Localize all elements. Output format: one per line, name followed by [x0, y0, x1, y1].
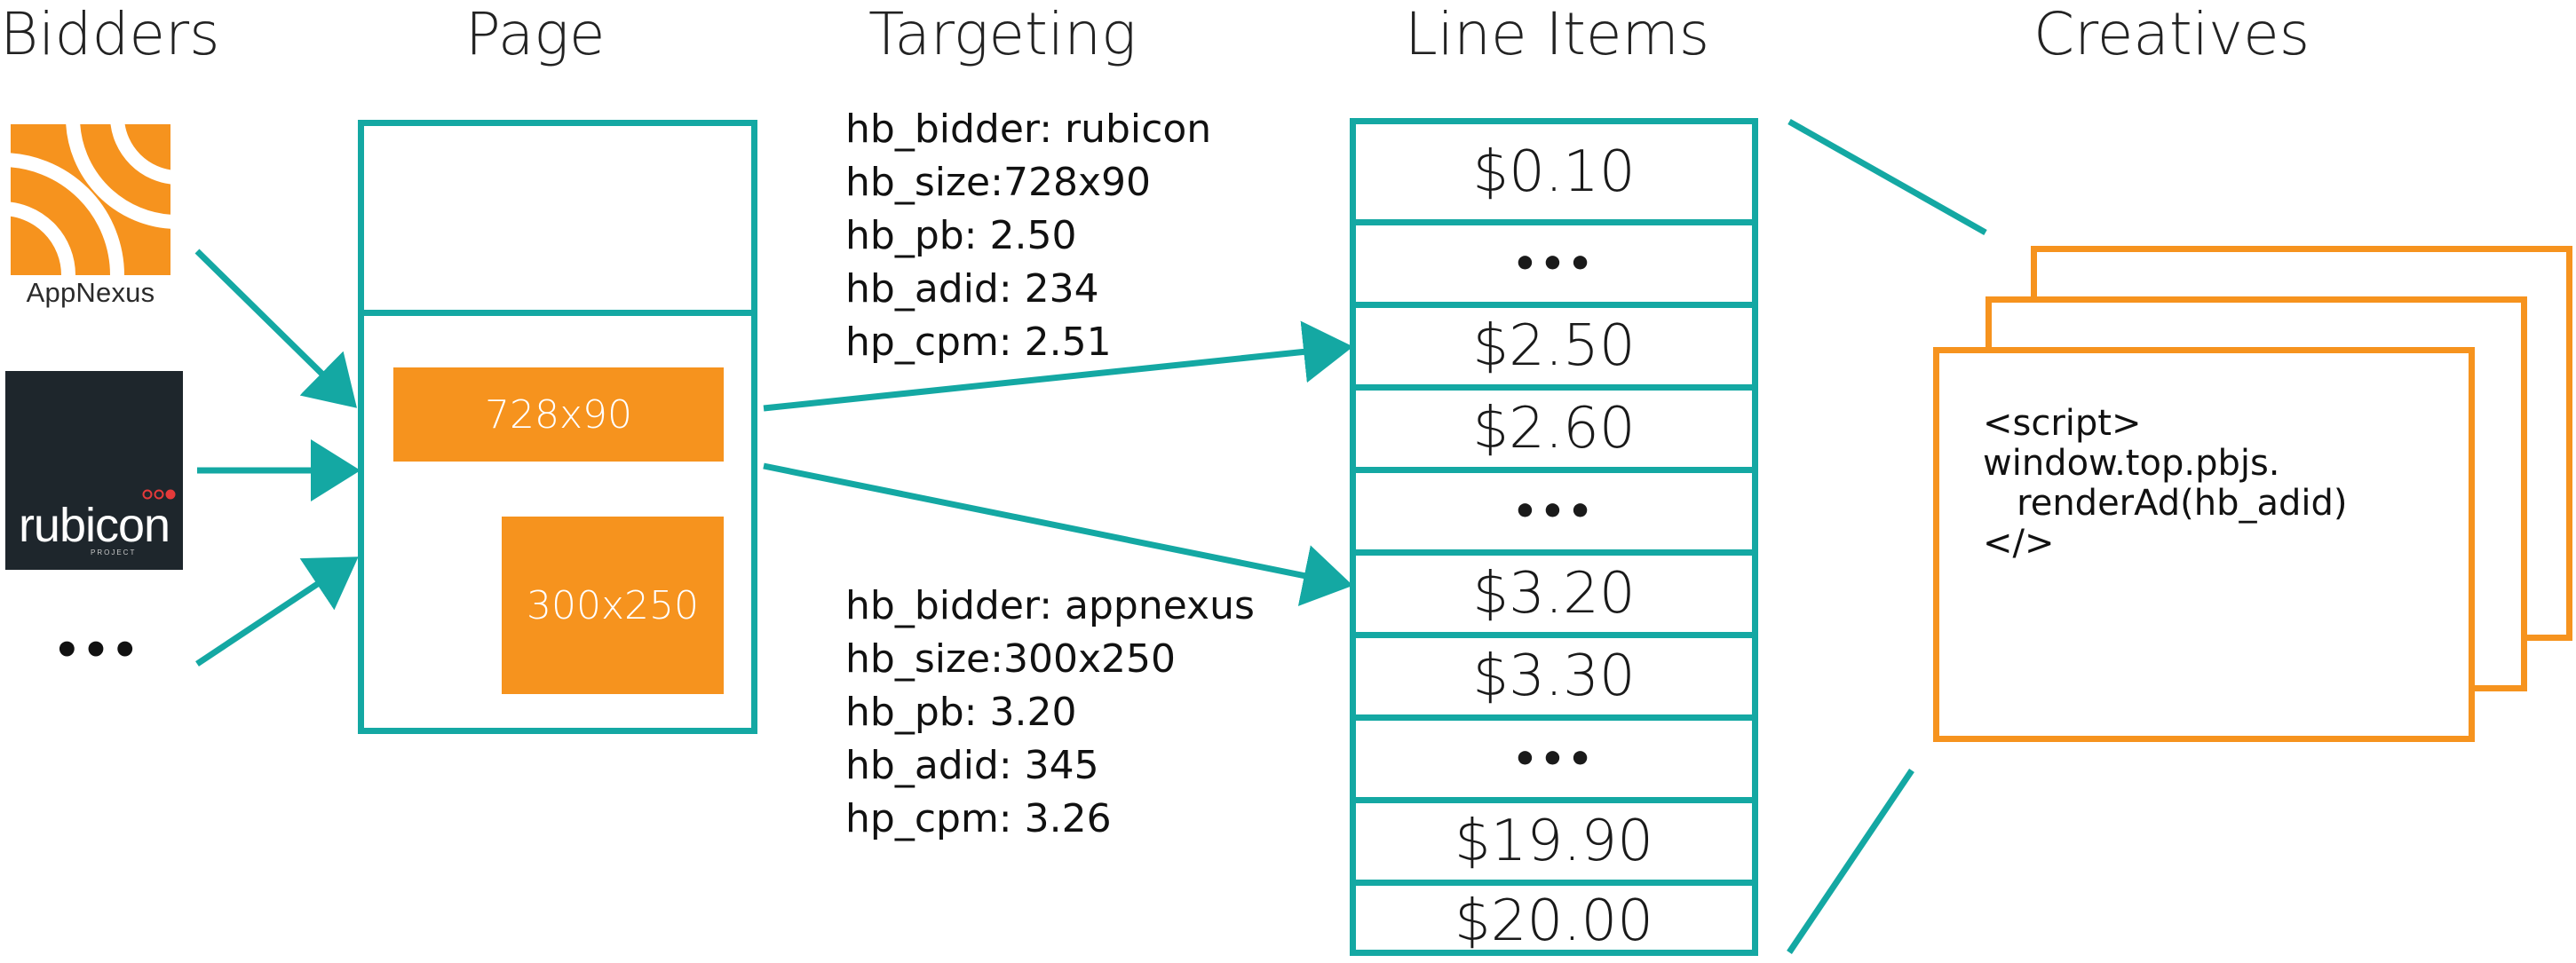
creatives-heading: Creatives — [2033, 0, 2310, 68]
page-header-divider — [364, 310, 751, 316]
appnexus-label: AppNexus — [26, 277, 155, 308]
page-box: 728x90 300x250 — [358, 120, 757, 734]
arrow-appnexus-to-page — [194, 249, 357, 408]
arrow-rectangle-to-line-item — [763, 462, 1353, 606]
ad-slot-rectangle: 300x250 — [502, 517, 724, 694]
targeting-line: hb_bidder: appnexus — [845, 583, 1255, 628]
rubicon-label: rubicon — [18, 499, 170, 552]
more-bidders-ellipsis: ••• — [53, 626, 141, 675]
targeting-line: hb_pb: 3.20 — [845, 690, 1077, 735]
targeting-line: hb_size:300x250 — [845, 636, 1176, 682]
line-items-heading: Line Items — [1405, 0, 1710, 68]
line-item: $0.10 — [1472, 138, 1636, 205]
targeting-appnexus: hb_bidder: appnexus hb_size:300x250 hb_p… — [845, 580, 1255, 846]
code-line: <script> — [1983, 403, 2142, 444]
rubicon-dots-icon — [142, 489, 176, 500]
appnexus-arcs-icon — [11, 124, 170, 275]
code-line: window.top.pbjs. — [1983, 443, 2280, 484]
line-item: $20.00 — [1356, 880, 1752, 956]
rubicon-logo: rubicon PROJECT — [5, 371, 183, 570]
page-heading: Page — [465, 0, 606, 68]
code-line: renderAd(hb_adid) — [1983, 483, 2348, 524]
rubicon-sublabel: PROJECT — [91, 549, 137, 556]
targeting-line: hb_adid: 234 — [845, 266, 1099, 312]
line-item: $3.20 — [1356, 549, 1752, 632]
targeting-line: hb_adid: 345 — [845, 743, 1099, 788]
targeting-line: hb_size:728x90 — [845, 160, 1151, 205]
line-item: $3.30 — [1356, 632, 1752, 714]
line-item: $2.60 — [1356, 384, 1752, 467]
code-line: </> — [1983, 523, 2055, 564]
arrow-other-to-page — [195, 556, 359, 667]
line-item-ellipsis: ••• — [1356, 219, 1752, 302]
creative-card-front — [1933, 347, 2475, 742]
appnexus-logo: AppNexus — [11, 124, 170, 315]
targeting-line: hb_pb: 2.50 — [845, 213, 1077, 258]
line-items-to-creatives-bottom — [1787, 769, 1914, 954]
line-item-ellipsis: ••• — [1356, 714, 1752, 797]
line-item: $19.90 — [1356, 797, 1752, 880]
line-items-to-creatives-top — [1787, 118, 1987, 236]
creative-code: <script>window.top.pbjs. renderAd(hb_adi… — [1983, 404, 2348, 564]
targeting-heading: Targeting — [868, 0, 1137, 68]
ad-slot-leaderboard: 728x90 — [393, 367, 724, 462]
targeting-line: hp_cpm: 3.26 — [845, 796, 1112, 841]
targeting-rubicon: hb_bidder: rubicon hb_size:728x90 hb_pb:… — [845, 103, 1211, 369]
line-items-column: $0.10 ••• $2.50 $2.60 ••• $3.20 $3.30 ••… — [1350, 118, 1758, 956]
arrow-leaderboard-to-line-item — [763, 320, 1353, 412]
line-item-ellipsis: ••• — [1356, 467, 1752, 549]
line-item: $2.50 — [1356, 302, 1752, 384]
bidders-heading: Bidders — [0, 0, 220, 68]
targeting-line: hb_bidder: rubicon — [845, 107, 1212, 152]
targeting-line: hp_cpm: 2.51 — [845, 320, 1112, 365]
